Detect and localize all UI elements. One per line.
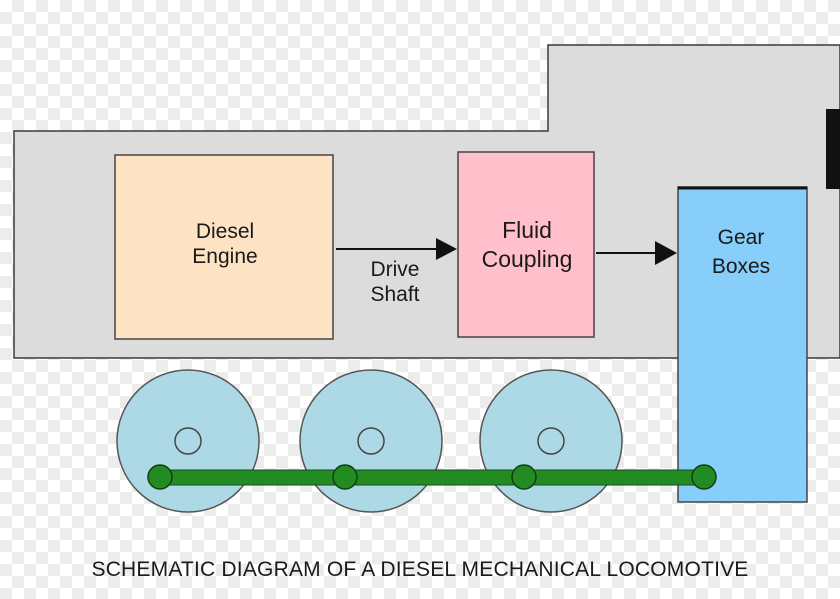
rod-pin [691,464,717,490]
fluid-coupling-label: Fluid Coupling [458,216,596,275]
gear-boxes-label-line2: Boxes [711,255,771,279]
drive-shaft-arrow [336,238,457,260]
rod-pin [511,464,537,490]
wheel [299,369,443,513]
diesel-engine-label-line2: Engine [192,245,258,269]
diesel-engine-box [114,154,334,340]
drive-shaft-label-line2: Shaft [370,283,420,307]
wheel [116,369,260,513]
drive-shaft-label-line1: Drive [370,258,420,281]
gear-boxes-label-line1: Gear [717,226,765,249]
rod-pin [147,464,173,490]
diesel-engine-label-line1: Diesel [195,220,255,243]
cab-marker [826,109,840,189]
wheel [479,369,623,513]
coupling-to-gearbox-arrow [596,241,677,265]
fluid-coupling-box [457,151,595,338]
diagram-title: SCHEMATIC DIAGRAM OF A DIESEL MECHANICAL… [91,558,749,581]
fluid-coupling-label-line1: Fluid [502,217,552,243]
diesel-engine-label: Diesel Engine [115,219,335,269]
gear-boxes-label: Gear Boxes [698,223,784,282]
rod-pin [332,464,358,490]
drive-shaft-label: Drive Shaft [346,257,444,307]
coupling-rod [159,469,706,486]
gear-boxes-box [677,186,808,503]
fluid-coupling-label-line2: Coupling [481,246,573,273]
